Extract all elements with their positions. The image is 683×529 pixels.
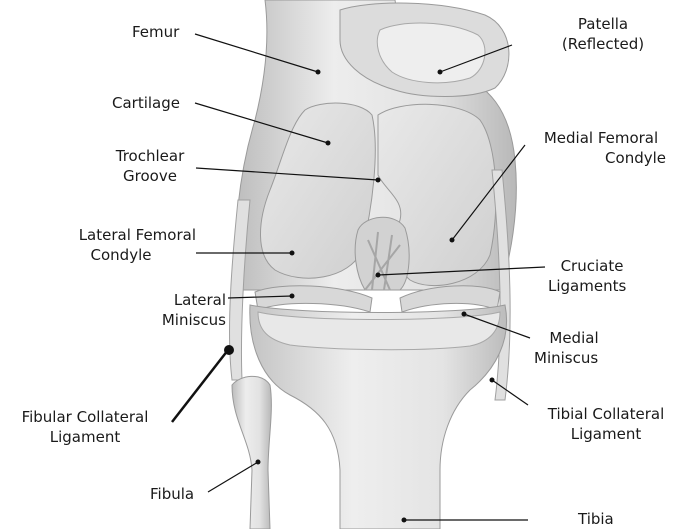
fibular-collateral-point <box>224 345 234 355</box>
cruciate-point <box>376 273 381 278</box>
fibular-collateral-ligament-label: Fibular Collateral Ligament <box>6 407 164 447</box>
medial-miniscus-line2: Miniscus <box>534 348 634 368</box>
cruciate-ligaments-label: Cruciate Ligaments <box>548 256 648 296</box>
cruciate-ligaments-line2: Ligaments <box>548 276 648 296</box>
patella-label-line2: (Reflected) <box>548 34 658 54</box>
femur-point <box>316 70 321 75</box>
femur-label: Femur <box>132 22 179 42</box>
fibula-leader <box>208 462 258 492</box>
fibular-collateral-leader <box>172 350 228 422</box>
trochlear-groove-line1: Trochlear <box>104 146 196 166</box>
fibula-shape <box>232 376 271 529</box>
tibia-point <box>402 518 407 523</box>
fibular-collateral-ligament-line2: Ligament <box>6 427 164 447</box>
lateral-miniscus-label: Lateral Miniscus <box>120 290 226 330</box>
fibula-label: Fibula <box>150 484 194 504</box>
medial-femoral-condyle-line2: Condyle <box>536 148 666 168</box>
trochlear-groove-line2: Groove <box>104 166 196 186</box>
intercondylar-notch <box>355 217 409 290</box>
lateral-femoral-condyle-line1: Lateral Femoral <box>46 225 196 245</box>
cartilage-label: Cartilage <box>112 93 180 113</box>
cartilage-point <box>326 141 331 146</box>
tibial-collateral-point <box>490 378 495 383</box>
lateral-femoral-point <box>290 251 295 256</box>
trochlear-point <box>376 178 381 183</box>
medial-miniscus-label: Medial Miniscus <box>534 328 634 368</box>
tibial-collateral-ligament-label: Tibial Collateral Ligament <box>532 404 680 444</box>
patella-point <box>438 70 443 75</box>
medial-miniscus-line1: Medial <box>534 328 614 348</box>
lateral-miniscus-line1: Lateral <box>120 290 226 310</box>
tibia-label: Tibia <box>578 509 614 529</box>
patella-label: Patella (Reflected) <box>548 14 658 54</box>
tibial-collateral-ligament-line1: Tibial Collateral <box>532 404 680 424</box>
tibial-collateral-ligament-line2: Ligament <box>532 424 680 444</box>
lateral-femoral-condyle-line2: Condyle <box>46 245 196 265</box>
lateral-femoral-condyle-label: Lateral Femoral Condyle <box>46 225 196 265</box>
medial-femoral-point <box>450 238 455 243</box>
cruciate-ligaments-line1: Cruciate <box>548 256 636 276</box>
trochlear-groove-label: Trochlear Groove <box>104 146 196 186</box>
fibula-point <box>256 460 261 465</box>
lateral-miniscus-line2: Miniscus <box>120 310 226 330</box>
medial-femoral-condyle-line1: Medial Femoral <box>536 128 666 148</box>
medial-femoral-condyle-label: Medial Femoral Condyle <box>536 128 666 168</box>
medial-miniscus-point <box>462 312 467 317</box>
fibular-collateral-ligament-line1: Fibular Collateral <box>6 407 164 427</box>
lateral-miniscus-point <box>290 294 295 299</box>
patella-label-line1: Patella <box>548 14 658 34</box>
